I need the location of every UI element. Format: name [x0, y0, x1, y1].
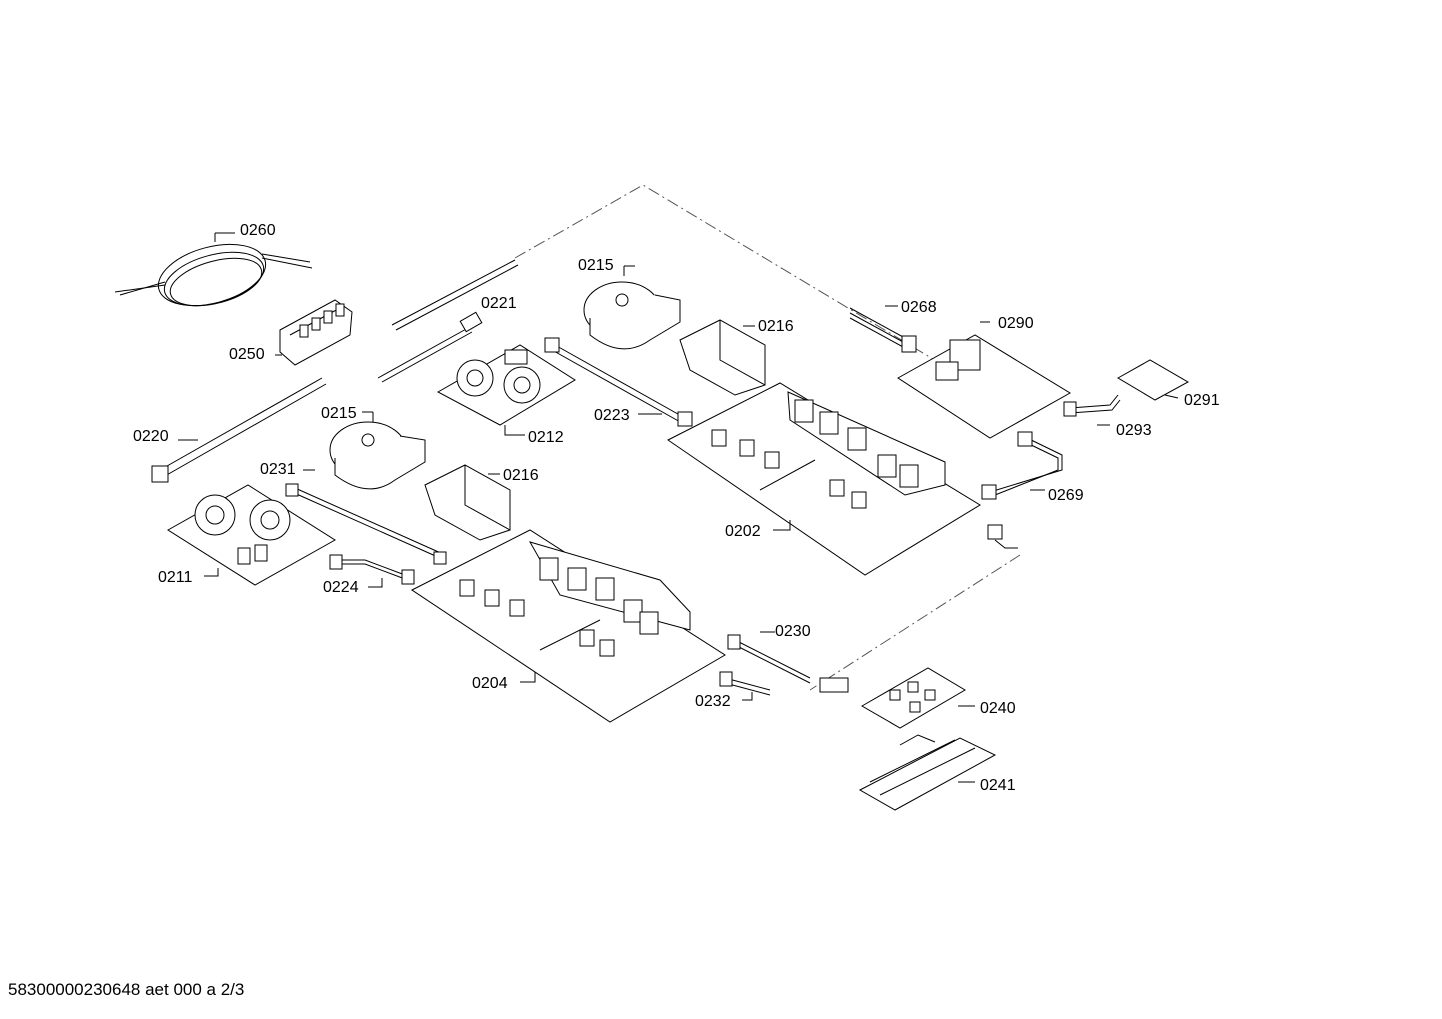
label-0241: 0241	[980, 777, 1016, 794]
label-0268: 0268	[901, 299, 937, 316]
label-0215-upper: 0215	[578, 257, 614, 274]
part-0240-control-pcb	[861, 667, 975, 729]
part-0212-filter-board	[436, 344, 576, 436]
part-0215-fan-upper	[583, 265, 681, 350]
label-0240: 0240	[980, 700, 1016, 717]
label-0260: 0260	[240, 222, 276, 239]
part-connector-right	[987, 524, 1018, 549]
part-0290-control-board	[897, 321, 1071, 439]
part-0215-fan-lower	[329, 411, 426, 490]
part-wire-harness-upper	[377, 259, 519, 383]
label-0291: 0291	[1184, 392, 1220, 409]
label-0223: 0223	[594, 407, 630, 424]
part-0216-duct-lower	[424, 464, 511, 541]
part-0268-wire	[849, 305, 917, 353]
label-0216-lower: 0216	[503, 467, 539, 484]
label-0290: 0290	[998, 315, 1034, 332]
part-0216-duct-upper	[679, 319, 766, 396]
part-0260-power-cable	[114, 232, 313, 307]
label-0231: 0231	[260, 461, 296, 478]
label-0212: 0212	[528, 429, 564, 446]
label-0230: 0230	[775, 623, 811, 640]
part-0220-wire	[151, 377, 327, 483]
label-0215-lower: 0215	[321, 405, 357, 422]
assembly-outline	[514, 184, 1021, 691]
label-0204: 0204	[472, 675, 508, 692]
part-0224-wire	[329, 554, 415, 588]
part-0204-power-board	[411, 529, 726, 723]
part-0293-wire	[1063, 394, 1121, 426]
part-0231-wire	[285, 469, 447, 565]
label-0293: 0293	[1116, 422, 1152, 439]
part-0269-wire	[981, 431, 1063, 500]
part-0211-filter-board	[167, 484, 336, 586]
label-0211: 0211	[158, 569, 193, 586]
label-0202: 0202	[725, 523, 761, 540]
label-0216-upper: 0216	[758, 318, 794, 335]
label-0221: 0221	[481, 295, 517, 312]
part-0202-power-board	[667, 382, 981, 576]
part-0232-wire	[719, 671, 771, 701]
label-0269: 0269	[1048, 487, 1084, 504]
label-0232: 0232	[695, 693, 731, 710]
part-0223-wire	[544, 337, 693, 427]
part-0250-terminal-block	[275, 299, 353, 366]
part-0230-wire	[727, 631, 849, 693]
document-id: 58300000230648 aet 000 a 2/3	[8, 980, 245, 999]
label-0220: 0220	[133, 428, 169, 445]
part-0291-pad	[1117, 359, 1190, 401]
label-0224: 0224	[323, 579, 359, 596]
part-0241-touch-frame	[858, 734, 997, 811]
label-0250: 0250	[229, 346, 265, 363]
